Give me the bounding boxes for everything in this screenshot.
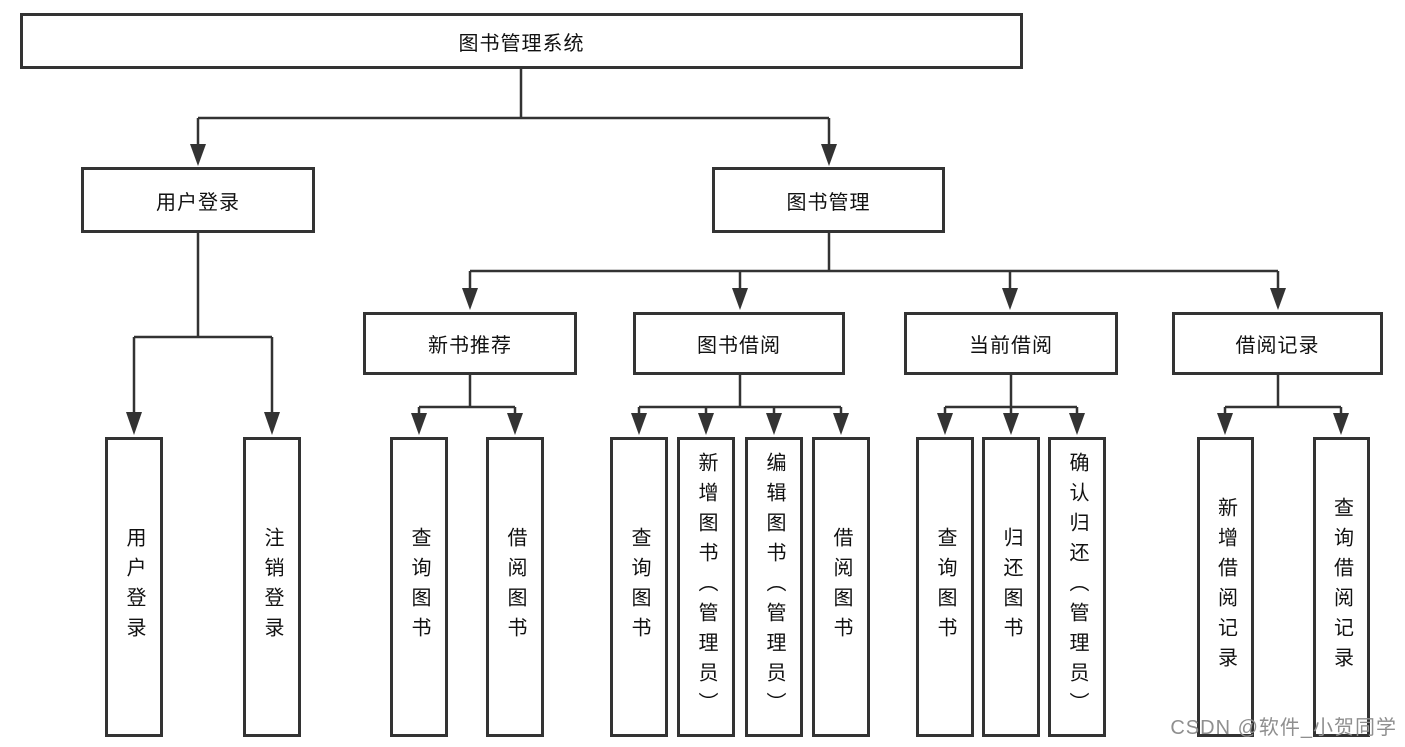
leaf-logout-label: 注销登录: [261, 527, 283, 647]
leaf-confirm-return-admin-label: 确认归还（管理员）: [1066, 452, 1088, 722]
csdn-watermark: CSDN @软件_小贺同学: [1170, 717, 1397, 739]
leaf-query-borrow-record: 查询借阅记录: [1313, 437, 1370, 737]
node-book-management-label: 图书管理: [786, 191, 871, 214]
leaf-query-book-current: 查询图书: [916, 437, 974, 737]
node-user-login-branch-label: 用户登录: [156, 191, 240, 214]
leaf-edit-book-admin-label: 编辑图书（管理员）: [763, 452, 785, 722]
node-borrow-records-label: 借阅记录: [1235, 335, 1320, 357]
leaf-return-book-label: 归还图书: [1000, 527, 1022, 647]
leaf-query-book-borrow: 查询图书: [610, 437, 668, 737]
node-library-management-system-label: 图书管理系统: [458, 32, 585, 55]
leaf-confirm-return-admin: 确认归还（管理员）: [1048, 437, 1106, 737]
leaf-borrow-book: 借阅图书: [812, 437, 870, 737]
node-user-login-branch: 用户登录: [81, 167, 315, 233]
node-current-borrow: 当前借阅: [904, 312, 1118, 375]
node-book-management: 图书管理: [712, 167, 945, 233]
leaf-borrow-book-label: 借阅图书: [830, 527, 852, 647]
leaf-return-book: 归还图书: [982, 437, 1040, 737]
arrowhead-group: [126, 144, 1349, 435]
node-new-book-recommend-label: 新书推荐: [428, 335, 512, 357]
leaf-query-book-recommend-label: 查询图书: [408, 527, 430, 647]
leaf-add-borrow-record: 新增借阅记录: [1197, 437, 1254, 737]
node-borrow-records: 借阅记录: [1172, 312, 1383, 375]
leaf-edit-book-admin: 编辑图书（管理员）: [745, 437, 803, 737]
node-new-book-recommend: 新书推荐: [363, 312, 577, 375]
leaf-query-book-recommend: 查询图书: [390, 437, 448, 737]
leaf-logout: 注销登录: [243, 437, 301, 737]
leaf-add-borrow-record-label: 新增借阅记录: [1214, 497, 1237, 677]
leaf-borrow-book-recommend-label: 借阅图书: [504, 527, 526, 647]
leaf-add-book-admin-label: 新增图书（管理员）: [695, 452, 717, 722]
node-book-borrow-label: 图书借阅: [697, 335, 781, 357]
node-book-borrow: 图书借阅: [633, 312, 845, 375]
leaf-add-book-admin: 新增图书（管理员）: [677, 437, 735, 737]
leaf-user-login: 用户登录: [105, 437, 163, 737]
leaf-query-book-borrow-label: 查询图书: [628, 527, 650, 647]
leaf-user-login-label: 用户登录: [123, 527, 145, 647]
node-current-borrow-label: 当前借阅: [969, 335, 1053, 357]
leaf-borrow-book-recommend: 借阅图书: [486, 437, 544, 737]
leaf-query-borrow-record-label: 查询借阅记录: [1330, 497, 1353, 677]
leaf-query-book-current-label: 查询图书: [934, 527, 956, 647]
node-library-management-system: 图书管理系统: [20, 13, 1023, 69]
